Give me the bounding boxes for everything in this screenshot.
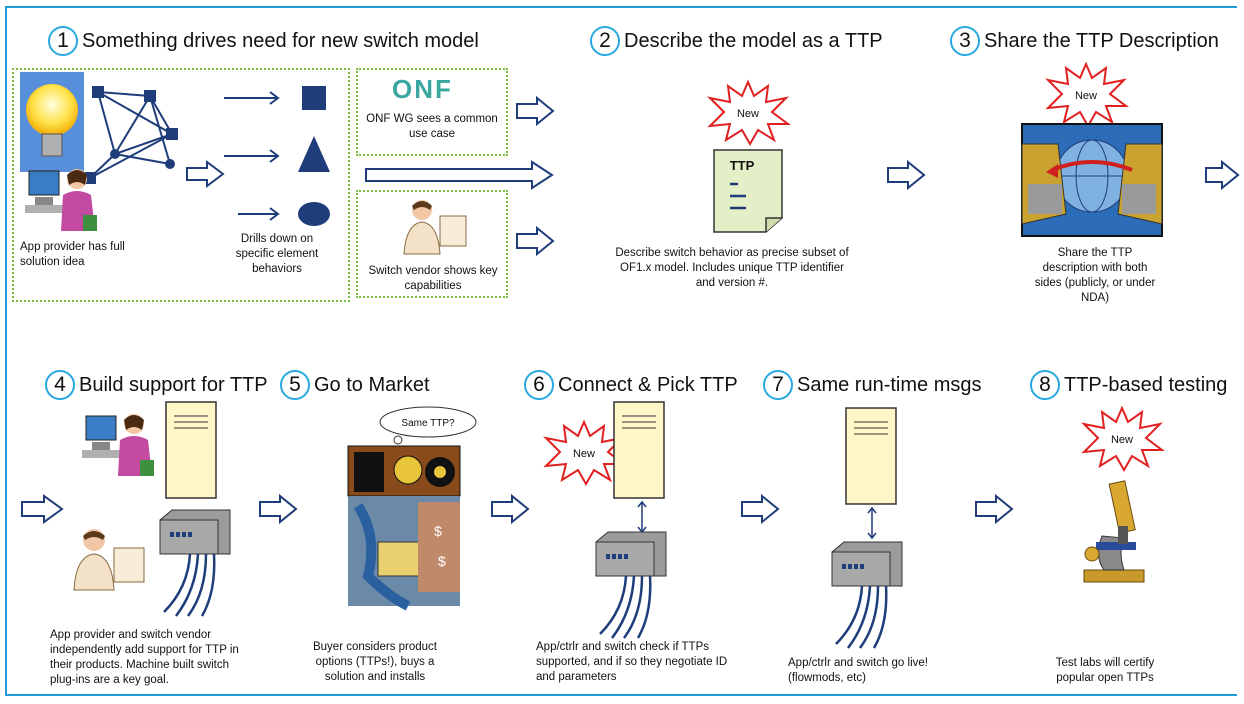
runtime-caption: App/ctrlr and switch go live! (flowmods,…: [788, 657, 928, 684]
arrow-right-icon: [516, 95, 555, 127]
square-icon: [302, 86, 326, 110]
drills-down-caption: Drills down on specific element behavior…: [235, 233, 319, 275]
step-title: Something drives need for new switch mod…: [82, 29, 479, 52]
triangle-icon: [298, 136, 330, 172]
app-provider-caption: App provider has full solution idea: [20, 241, 125, 268]
new-label: New: [1111, 434, 1133, 446]
step-number: 3: [950, 26, 980, 56]
long-arrow-right-icon: [365, 160, 554, 190]
step-6-header: 6 Connect & Pick TTP: [524, 370, 738, 400]
element-shapes-icons: [298, 86, 330, 226]
arrow-right-icon: [491, 493, 530, 525]
onf-box: [356, 68, 508, 156]
svg-text:$: $: [438, 553, 446, 569]
shape-arrows: [224, 91, 280, 221]
lightbulb-network-icon: [20, 72, 178, 184]
build-caption: App provider and switch vendor independe…: [50, 629, 239, 686]
ttp-doc-label: TTP: [730, 158, 755, 173]
bubble-text: Same TTP?: [401, 418, 455, 429]
bidirectional-arrow-icon: [867, 506, 877, 540]
diagram-frame: [5, 6, 1237, 696]
step-title: Go to Market: [314, 373, 430, 396]
server-tower-icon: [845, 407, 897, 505]
new-label: New: [1075, 90, 1097, 102]
step-8-header: 8 TTP-based testing: [1030, 370, 1227, 400]
switch-vendor-person-icon: [73, 529, 145, 591]
new-label: New: [737, 108, 759, 120]
step-title: Build support for TTP: [79, 373, 268, 396]
arrow-right-icon: [741, 493, 780, 525]
new-burst-icon: New: [1044, 61, 1129, 129]
step-number: 2: [590, 26, 620, 56]
step-number: 8: [1030, 370, 1060, 400]
step-title: Connect & Pick TTP: [558, 373, 738, 396]
arrow-right-icon: [887, 159, 926, 191]
step-7-header: 7 Same run-time msgs: [763, 370, 982, 400]
step-title: Describe the model as a TTP: [624, 29, 883, 52]
arrow-right-icon: [21, 494, 64, 524]
step1-group-box: [12, 68, 350, 302]
step-title: Same run-time msgs: [797, 373, 982, 396]
onf-wg-caption: ONF WG sees a common use case: [366, 113, 498, 140]
arrow-right-icon: [259, 493, 298, 525]
market-caption: Buyer considers product options (TTPs!),…: [312, 641, 437, 683]
network-switch-icon: [595, 531, 667, 639]
person-computer-icon: [25, 169, 97, 231]
arrow-right-icon: [975, 493, 1014, 525]
vendor-box: [356, 190, 508, 298]
share-caption: Share the TTP description with both side…: [1034, 247, 1156, 304]
vendor-caption: Switch vendor shows key capabilities: [368, 265, 498, 292]
svg-text:$: $: [434, 523, 442, 539]
new-burst-icon: New: [1080, 405, 1165, 473]
step-number: 7: [763, 370, 793, 400]
ttp-document-icon: TTP: [713, 149, 783, 233]
network-switch-icon: [159, 509, 231, 617]
bidirectional-arrow-icon: [637, 500, 647, 534]
switch-vendor-person-icon: [403, 200, 467, 255]
network-switch-icon: [831, 541, 903, 649]
step-1-header: 1 Something drives need for new switch m…: [48, 26, 479, 56]
testing-caption: Test labs will certify popular open TTPs: [1055, 657, 1155, 684]
step-number: 1: [48, 26, 78, 56]
share-exchange-icon: [1021, 123, 1163, 237]
onf-logo: ONF: [392, 74, 453, 104]
thought-bubble-icon: Same TTP?: [379, 406, 477, 445]
circle-icon: [298, 202, 330, 226]
step-title: TTP-based testing: [1064, 373, 1228, 396]
step-4-header: 4 Build support for TTP: [45, 370, 268, 400]
step-number: 4: [45, 370, 75, 400]
step-number: 5: [280, 370, 310, 400]
step-5-header: 5 Go to Market: [280, 370, 430, 400]
person-computer-icon: [82, 414, 154, 476]
step-number: 6: [524, 370, 554, 400]
new-burst-icon: New: [706, 79, 791, 147]
step-2-header: 2 Describe the model as a TTP: [590, 26, 883, 56]
arrow-right-icon: [1205, 159, 1240, 191]
new-burst-icon: New: [542, 419, 627, 487]
step-3-header: 3 Share the TTP Description: [950, 26, 1219, 56]
step-title: Share the TTP Description: [984, 29, 1219, 52]
arrow-right-icon: [186, 160, 225, 188]
new-label: New: [573, 448, 595, 460]
microscope-icon: [1083, 480, 1145, 583]
connect-caption: App/ctrlr and switch check if TTPs suppo…: [536, 641, 728, 683]
server-tower-icon: [613, 401, 665, 499]
describe-caption: Describe switch behavior as precise subs…: [615, 247, 849, 289]
buyer-collage-icon: $ $: [347, 445, 461, 611]
server-tower-icon: [165, 401, 217, 499]
arrow-right-icon: [516, 225, 555, 257]
